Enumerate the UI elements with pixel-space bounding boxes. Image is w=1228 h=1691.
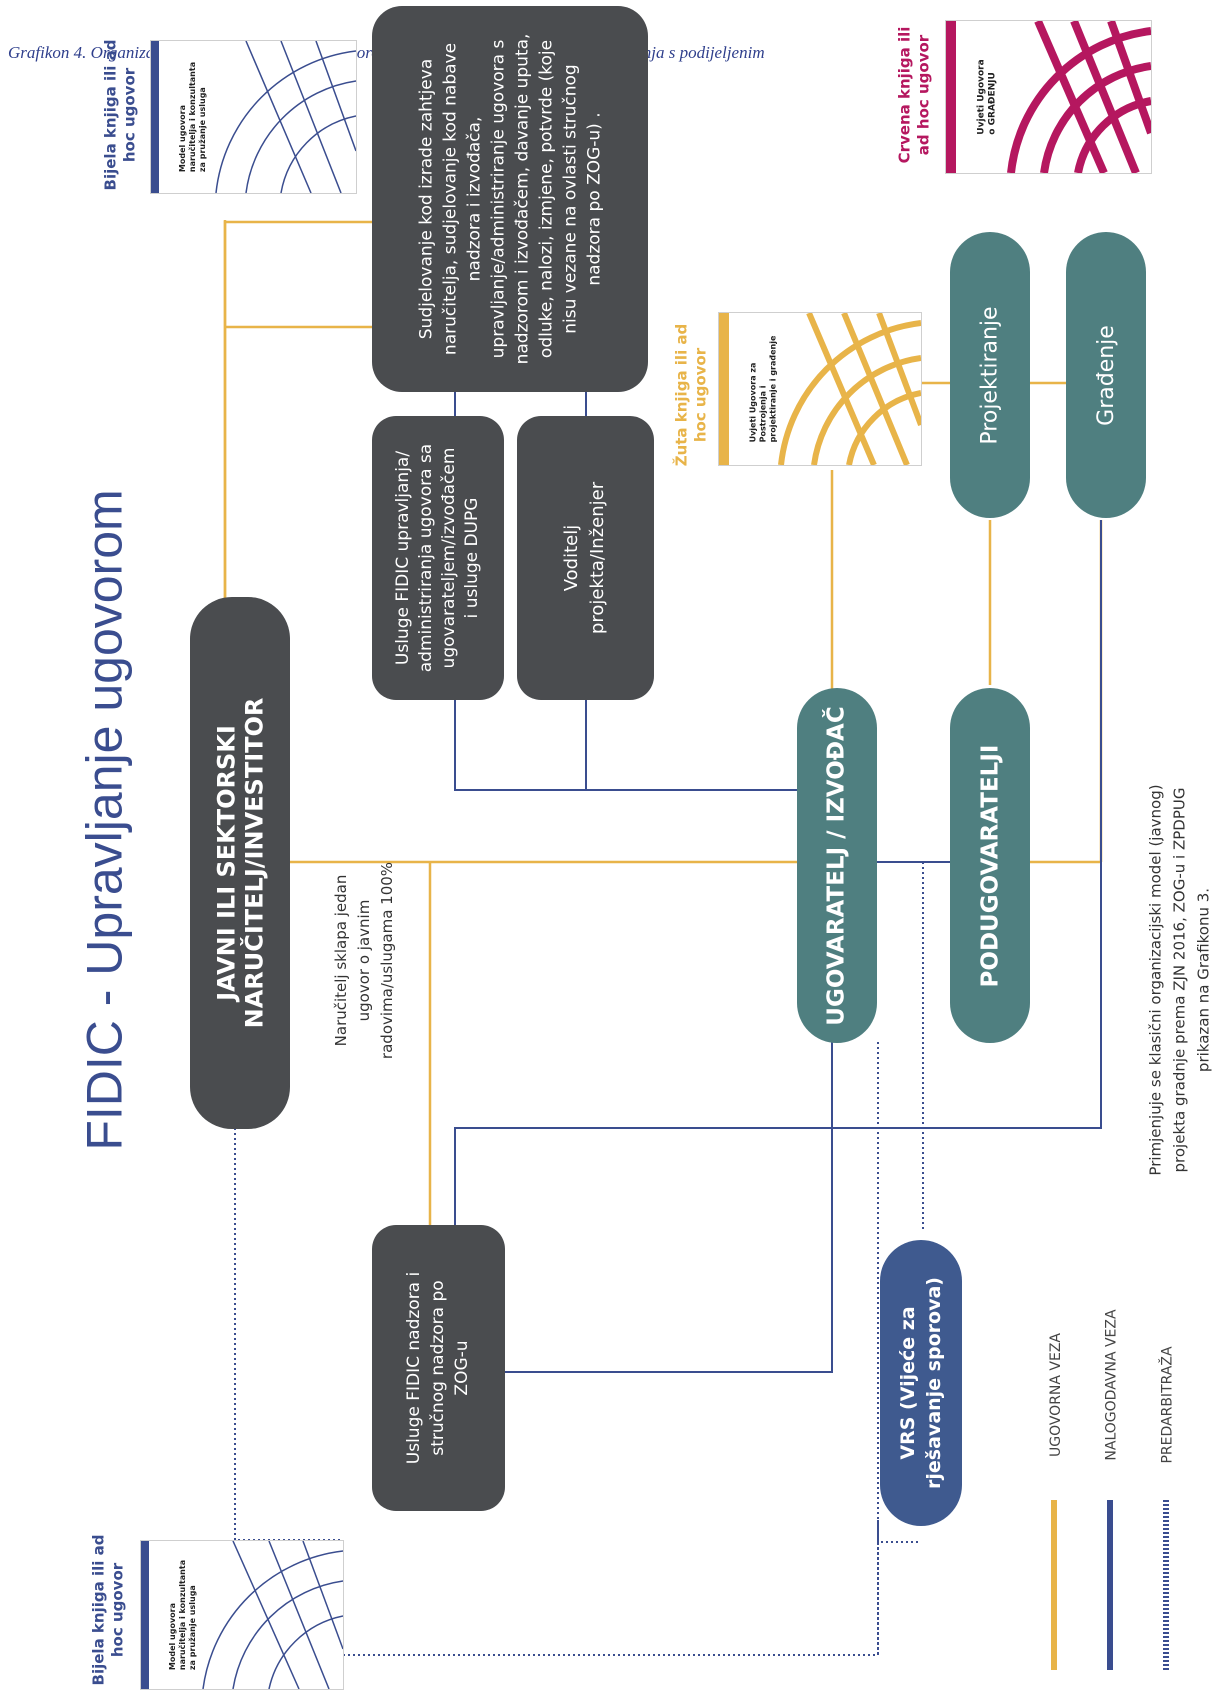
bijela-bottom-globe-icon: [141, 1541, 343, 1689]
legend-predarbitraza-swatch: [1163, 1500, 1169, 1670]
projektiranje-node: Projektiranje: [950, 232, 1030, 518]
legend-nalogodavna-swatch: [1107, 1500, 1113, 1670]
nalogodavna-veza-lines: [454, 392, 1102, 1373]
legend-ugovorna-swatch: [1051, 1500, 1057, 1670]
primjenjuje-note: Primjenjuje se klasični organizacijski m…: [1147, 784, 1214, 1176]
usluge-dupg-node: Usluge FIDIC upravljanja/administriranja…: [372, 416, 504, 700]
usluge-dupg-label: Usluge FIDIC upravljanja/administriranja…: [393, 443, 482, 673]
ugovaratelj-label: UGOVARATELJ / IZVOĐAČ: [824, 705, 851, 1026]
legend-nalogodavna-label: NALOGODAVNA VEZA: [1104, 1309, 1120, 1461]
bijela-top-globe-icon: [151, 41, 356, 193]
podugovaratelji-node: PODUGOVARATELJI: [950, 688, 1030, 1043]
projektiranje-label: Projektiranje: [977, 305, 1003, 445]
podugovaratelji-label: PODUGOVARATELJI: [977, 744, 1003, 987]
legend-ugovorna-label: UGOVORNA VEZA: [1048, 1332, 1065, 1458]
page-title: FIDIC - Upravljanje ugovorom: [77, 489, 134, 1151]
ugovaratelj-node: UGOVARATELJ / IZVOĐAČ: [797, 688, 877, 1043]
gradjenje-label: Građenje: [1093, 324, 1119, 426]
zuta-globe-icon: [719, 313, 921, 465]
gradjenje-node: Građenje: [1066, 232, 1146, 518]
legend-predarbitraza-label: PREDARBITRAŽA: [1160, 1346, 1177, 1464]
crvena-globe-icon: [946, 21, 1151, 173]
